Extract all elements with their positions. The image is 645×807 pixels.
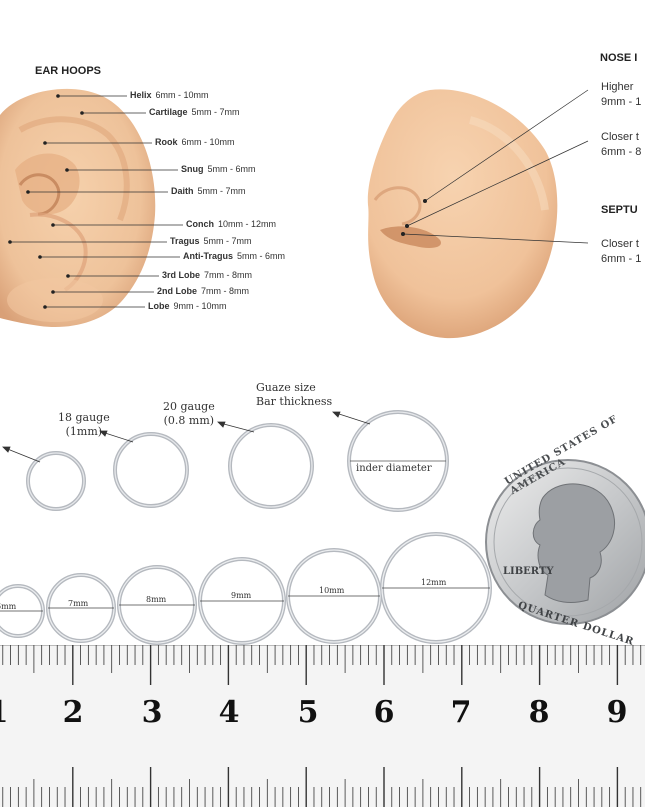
ring-label-6mm: 6mm — [0, 602, 17, 611]
ear-title: EAR HOOPS — [35, 65, 102, 77]
nose-title: NOSE I — [600, 52, 638, 64]
inner-diameter-label: inder diameter — [356, 463, 432, 474]
ring-label-7mm: 7mm — [68, 599, 89, 608]
ring-label-12mm: 12mm — [421, 578, 447, 587]
gauge-18-label: 18 gauge(1mm) — [58, 411, 110, 438]
ruler-number-9: 9 — [606, 695, 628, 730]
ruler-number-2: 2 — [62, 695, 84, 730]
ruler-number-3: 3 — [141, 695, 163, 730]
gauge-20-label: 20 gauge(0.8 mm) — [163, 400, 215, 427]
ring-label-9mm: 9mm — [231, 591, 252, 600]
ruler-number-6: 6 — [373, 695, 395, 730]
ruler-number-7: 7 — [450, 695, 472, 730]
ruler-number-4: 4 — [218, 695, 240, 730]
ring-label-8mm: 8mm — [146, 595, 167, 604]
ruler-ticks — [2, 645, 642, 807]
ruler-number-5: 5 — [297, 695, 319, 730]
septum-title: SEPTU — [601, 204, 638, 216]
ring-label-10mm: 10mm — [319, 586, 345, 595]
coin-liberty: LIBERTY — [503, 566, 554, 577]
ruler-number-1: 1 — [0, 695, 18, 730]
ruler — [0, 645, 645, 807]
ruler-number-8: 8 — [528, 695, 550, 730]
